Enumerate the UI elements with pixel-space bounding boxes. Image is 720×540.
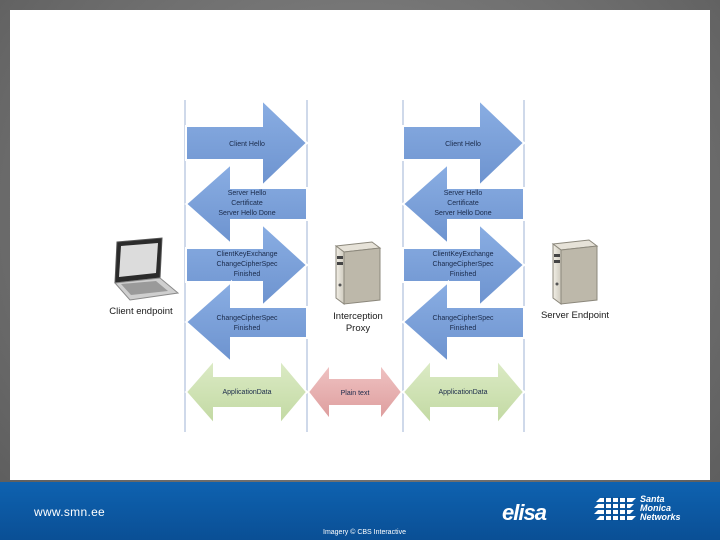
arrow-right-m1 [402,97,526,189]
server-endpoint-label: Server Endpoint [541,310,609,321]
arrow-left-m1 [185,97,309,189]
smn-line2: Monica [640,503,672,513]
footer-credit: Imagery © CBS Interactive [323,529,406,536]
right-handshake-arrows [401,97,526,427]
proxy-server-icon [334,241,382,305]
label-left-m5-line1: ApplicationData [222,389,271,396]
proxy-label-line1: Interception [333,311,383,322]
label-left-m3-line2: ChangeCipherSpec [216,261,278,268]
arrow-right-m4 [401,279,525,365]
elisa-logo: elisa [502,500,548,525]
label-right-m1-line1: Client Hello [445,141,481,148]
label-right-m2-line2: Certificate [447,200,479,207]
label-left-m1-line1: Client Hello [229,141,265,148]
label-left-m4-line2: Finished [234,325,261,332]
proxy-label-line2: Proxy [346,323,371,334]
arrow-left-m3 [185,221,309,309]
label-middle-plaintext: Plain text [341,390,370,397]
label-left-m3-line3: Finished [234,271,261,278]
arrow-right-m2 [401,161,525,247]
laptop-icon [113,237,180,301]
label-left-m4-line1: ChangeCipherSpec [216,315,278,322]
footer-url[interactable]: www.smn.ee [34,505,106,519]
label-right-m3-line1: ClientKeyExchange [432,251,493,258]
left-handshake-arrows [184,97,309,427]
smn-line3: Networks [640,512,681,522]
label-left-m2-line1: Server Hello [228,190,267,197]
arrow-right-m3 [402,221,526,309]
santa-monica-networks-logo [594,497,636,521]
arrow-middle-plaintext [306,361,404,423]
svg-text:elisa: elisa [502,500,547,525]
label-right-m4-line2: Finished [450,325,477,332]
label-right-m5-line1: ApplicationData [438,389,487,396]
label-right-m3-line3: Finished [450,271,477,278]
label-left-m3-line1: ClientKeyExchange [216,251,277,258]
label-left-m2-line2: Certificate [231,200,263,207]
arrow-right-m5 [401,357,526,427]
label-right-m4-line1: ChangeCipherSpec [432,315,494,322]
label-left-m2-line3: Server Hello Done [218,210,275,217]
smn-line1: Santa [640,494,665,504]
client-endpoint-label: Client endpoint [109,306,173,317]
label-right-m2-line3: Server Hello Done [434,210,491,217]
label-right-m2-line1: Server Hello [444,190,483,197]
server-endpoint-icon [551,239,599,305]
smn-logo-text: Santa Monica Networks [640,495,681,522]
arrow-left-m2 [184,161,308,247]
label-right-m3-line2: ChangeCipherSpec [432,261,494,268]
arrow-left-m4 [184,279,308,365]
